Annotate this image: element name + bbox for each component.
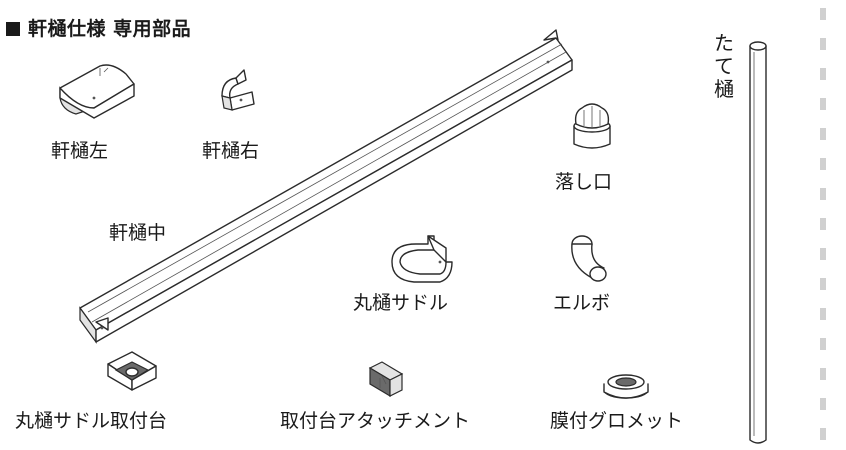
elbow-part — [571, 235, 607, 282]
label-tatedoi-char: た — [714, 31, 734, 55]
gutter-right-part — [221, 69, 255, 111]
label-tatedoi-char: て — [714, 54, 734, 78]
saddle-part — [391, 235, 453, 283]
label-mount-attachment: 取付台アタッチメント — [280, 410, 471, 432]
label-otoshiguchi: 落し口 — [555, 171, 613, 193]
drop-outlet-part — [573, 103, 611, 149]
label-marudoi-saddle: 丸樋サドル — [353, 292, 449, 314]
saddle-mount-part — [107, 351, 157, 391]
label-tatedoi-char: 樋 — [714, 77, 734, 101]
gutter-center-part — [79, 29, 573, 344]
label-nokidoi-right: 軒樋右 — [202, 140, 260, 162]
downspout-part — [749, 41, 767, 444]
label-tatedoi: た て 樋 — [712, 32, 736, 101]
label-nokidoi-center: 軒樋中 — [109, 222, 167, 244]
square-bullet-icon — [6, 22, 20, 36]
mount-attachment-part — [368, 361, 404, 398]
label-grommet: 膜付グロメット — [550, 410, 684, 432]
section-title-text: 軒樋仕様 専用部品 — [28, 18, 192, 40]
gutter-left-part — [59, 64, 135, 119]
label-nokidoi-left: 軒樋左 — [51, 140, 109, 162]
label-saddle-mount: 丸樋サドル取付台 — [15, 410, 168, 432]
grommet-part — [603, 374, 649, 399]
label-elbow: エルボ — [553, 292, 611, 314]
section-title: 軒樋仕様 専用部品 — [6, 14, 191, 41]
